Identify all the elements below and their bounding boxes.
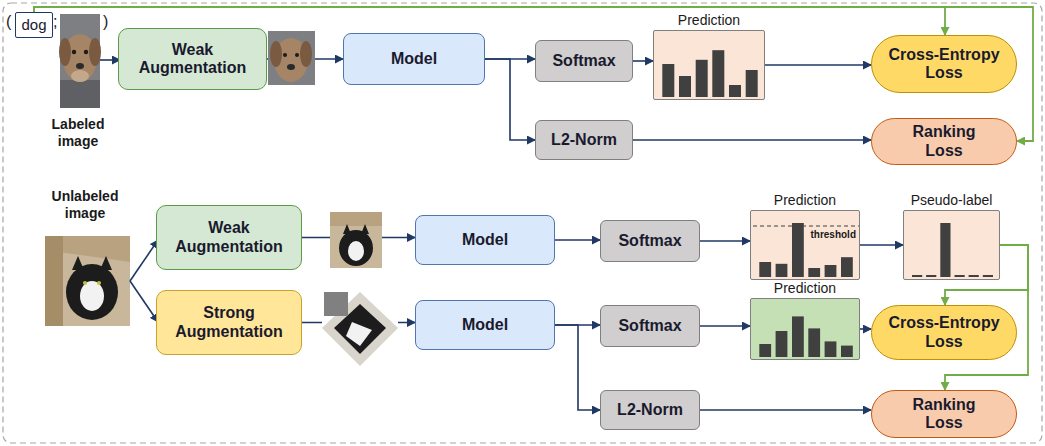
box-text: Weak Augmentation (165, 219, 293, 256)
flow-connector (555, 325, 600, 410)
bar (696, 60, 708, 97)
bar (969, 275, 979, 277)
box-text: Model (462, 231, 508, 249)
augmented-dog-photo (268, 31, 315, 85)
bar (983, 275, 993, 277)
chart-heading: Pseudo-label (894, 192, 1009, 208)
model-box: Model (343, 33, 485, 85)
box-text: Softmax (618, 317, 681, 335)
bar (841, 346, 853, 357)
bar (912, 275, 922, 277)
flow-connector (633, 60, 653, 62)
bar (808, 268, 820, 277)
bracket-text: ) (103, 13, 108, 31)
bar (792, 223, 804, 277)
bar (712, 50, 724, 97)
loss-pill: Ranking Loss (871, 118, 1017, 165)
operation-box: Softmax (600, 305, 700, 347)
box-text: Cross-Entropy Loss (878, 314, 1010, 351)
bar (940, 223, 950, 277)
box-text: dog (21, 16, 46, 33)
augmentation-box: Weak Augmentation (118, 28, 267, 90)
threshold-label: threshold (810, 229, 856, 241)
flow-connector (765, 64, 871, 66)
model-box: Model (415, 300, 555, 350)
flow-connector (700, 409, 871, 411)
box-text: Softmax (552, 52, 615, 70)
augmentation-box: Weak Augmentation (156, 205, 302, 270)
bar (825, 265, 837, 277)
bar (759, 344, 771, 357)
prediction-chart: Pseudo-label (903, 210, 1000, 280)
threshold-line (753, 226, 859, 227)
separator-text: ; (53, 13, 57, 31)
bar (825, 341, 837, 357)
box-text: Cross-Entropy Loss (878, 46, 1010, 83)
bar (776, 331, 788, 357)
bracket-text: ( (6, 13, 11, 31)
operation-box: Softmax (535, 40, 633, 82)
flow-connector (633, 139, 871, 141)
bar (759, 262, 771, 277)
bar-chart (751, 299, 861, 361)
dog-photo (59, 14, 101, 108)
box-text: Weak Augmentation (127, 41, 258, 78)
image-caption: Labeled image (30, 116, 126, 150)
chart-heading: Prediction (644, 12, 774, 28)
weak-cat-photo (330, 212, 382, 268)
bar (841, 257, 853, 277)
chart-heading: Prediction (741, 192, 869, 208)
bar-chart (751, 211, 861, 281)
bar (662, 64, 674, 97)
box-text: Softmax (618, 232, 681, 250)
box-text: L2-Norm (551, 131, 617, 149)
bar (926, 275, 936, 277)
split-arrow (130, 281, 158, 322)
bar (955, 275, 965, 277)
split-arrow (130, 240, 158, 281)
cat-photo (45, 236, 130, 326)
box-text: Model (462, 316, 508, 334)
chart-heading: Prediction (741, 280, 869, 296)
bar (746, 70, 758, 97)
box-text: L2-Norm (617, 401, 683, 419)
box-text: Ranking Loss (894, 396, 994, 433)
flow-arrow (100, 59, 120, 61)
box-text: Ranking Loss (894, 123, 994, 160)
bar (729, 85, 741, 97)
box-text: Strong Augmentation (165, 304, 293, 341)
flow-connector (485, 59, 535, 140)
bar (776, 264, 788, 277)
image-caption: Unlabeled image (30, 188, 140, 222)
bar-chart (904, 211, 1001, 281)
flow-connector (860, 244, 903, 246)
loss-pill: Cross-Entropy Loss (871, 35, 1017, 93)
loss-pill: Ranking Loss (871, 390, 1017, 438)
loss-pill: Cross-Entropy Loss (871, 305, 1017, 360)
flow-connector (555, 239, 600, 241)
prediction-chart: Predictionthreshold (750, 210, 860, 280)
flow-connector (860, 328, 871, 330)
bar (808, 328, 820, 357)
flow-connector (700, 240, 750, 242)
strong-cat-photo (322, 290, 398, 366)
bar (679, 76, 691, 97)
box-text: Model (391, 50, 437, 68)
dashed-frame (3, 3, 1042, 443)
prediction-chart: Prediction (653, 30, 765, 100)
operation-box: Softmax (600, 220, 700, 262)
operation-box: L2-Norm (535, 120, 633, 160)
operation-box: L2-Norm (600, 390, 700, 430)
label-box: dog (15, 12, 53, 38)
augmentation-box: Strong Augmentation (156, 290, 302, 355)
prediction-chart: Prediction (750, 298, 860, 360)
bar (792, 316, 804, 357)
model-box: Model (415, 215, 555, 265)
bar-chart (654, 31, 766, 101)
flow-connector (700, 325, 750, 327)
